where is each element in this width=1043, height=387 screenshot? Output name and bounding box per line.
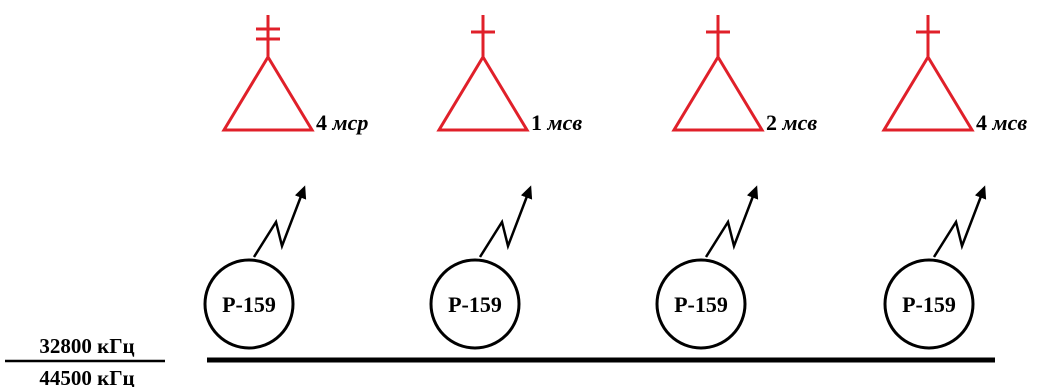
unit-triangle-icon xyxy=(221,54,315,132)
unit-number: 4 xyxy=(316,110,333,135)
unit-number: 4 xyxy=(976,110,993,135)
radio-link-arrow-icon xyxy=(932,185,987,258)
unit-label: 4 мср xyxy=(316,110,368,135)
radio-station-circle-icon xyxy=(203,258,295,350)
radio-link-arrow-icon xyxy=(252,185,307,258)
unit-type: мсв xyxy=(547,110,583,135)
radio-stations: Р-159 Р-159 Р-159 Р-159 xyxy=(203,258,975,350)
cross-icon xyxy=(706,15,730,57)
unit-symbol: 4 мср xyxy=(221,15,368,135)
radio-link-arrow-icon xyxy=(704,185,759,258)
cross-icon xyxy=(916,15,940,57)
unit-type: мсв xyxy=(782,110,818,135)
radio-station-circle-icon xyxy=(655,258,747,350)
unit-symbol: 4 мсв xyxy=(881,15,1027,135)
radio-station: Р-159 xyxy=(203,258,295,350)
unit-symbol: 1 мсв xyxy=(436,15,582,135)
radio-links xyxy=(252,185,987,258)
radio-station-label: Р-159 xyxy=(222,292,276,317)
main-frequency: 32800 кГц xyxy=(39,334,134,358)
unit-number: 2 xyxy=(766,110,783,135)
unit-label: 2 мсв xyxy=(766,110,817,135)
unit-symbol: 2 мсв xyxy=(671,15,817,135)
unit-triangle-icon xyxy=(881,54,975,132)
radio-station: Р-159 xyxy=(883,258,975,350)
radio-station-circle-icon xyxy=(883,258,975,350)
unit-triangle-icon xyxy=(671,54,765,132)
radio-station-label: Р-159 xyxy=(674,292,728,317)
unit-label: 1 мсв xyxy=(531,110,582,135)
radio-link-arrow-icon xyxy=(478,185,533,258)
radio-station-circle-icon xyxy=(429,258,521,350)
frequency-fraction: 32800 кГц 44500 кГц xyxy=(5,334,165,387)
double-cross-icon xyxy=(256,15,280,57)
radio-station-label: Р-159 xyxy=(448,292,502,317)
radio-station: Р-159 xyxy=(429,258,521,350)
unit-triangle-icon xyxy=(436,54,530,132)
cross-icon xyxy=(471,15,495,57)
reserve-frequency: 44500 кГц xyxy=(39,366,134,387)
radio-station-label: Р-159 xyxy=(902,292,956,317)
unit-label: 4 мсв xyxy=(976,110,1027,135)
unit-type: мсв xyxy=(992,110,1028,135)
unit-number: 1 xyxy=(531,110,548,135)
radio-station: Р-159 xyxy=(655,258,747,350)
unit-type: мср xyxy=(332,110,369,135)
